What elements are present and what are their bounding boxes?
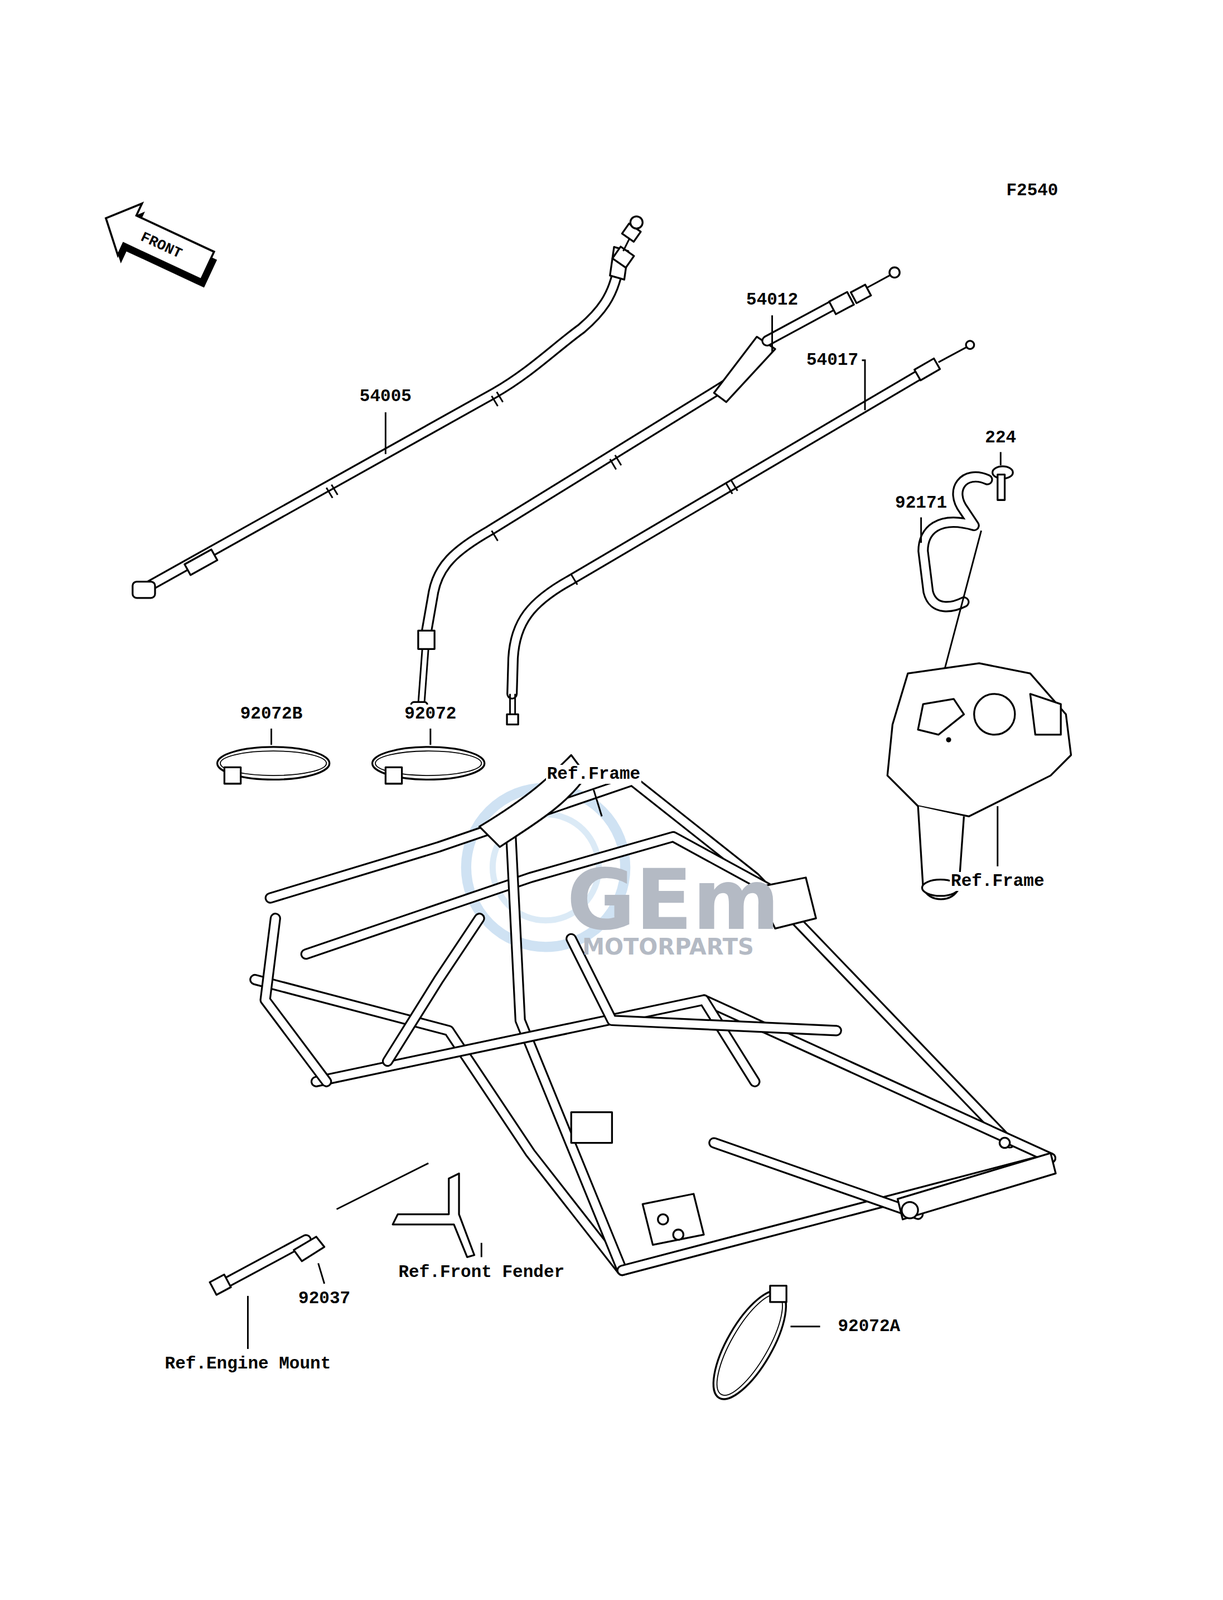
part-number: 224 [983,428,1018,448]
leader-line [247,315,1001,1349]
part-number: 54017 [805,350,860,370]
front-arrow [91,192,226,300]
reference-label: Ref.Front Fender [397,1262,566,1282]
part-number: 92072A [837,1316,902,1336]
steering-bracket [887,663,1071,899]
cable [506,340,975,725]
reference-label: Ref.Frame [545,764,642,784]
cable [411,267,900,717]
watermark: MOTORPARTS [581,934,756,959]
watermark: GEm [565,853,781,946]
part-number: 92072B [239,704,304,724]
reference-label: Ref.Frame [949,871,1046,891]
part-number: 92072 [403,704,458,724]
part-number: 54005 [358,387,413,406]
part-number: 92037 [297,1288,352,1308]
cable [132,216,644,598]
part-number: 92171 [893,493,949,513]
atv-frame [254,755,1056,1271]
reference-label: Ref.Engine Mount [163,1354,333,1374]
figure-number: F2540 [1004,181,1060,201]
part-number: 54012 [745,290,800,310]
